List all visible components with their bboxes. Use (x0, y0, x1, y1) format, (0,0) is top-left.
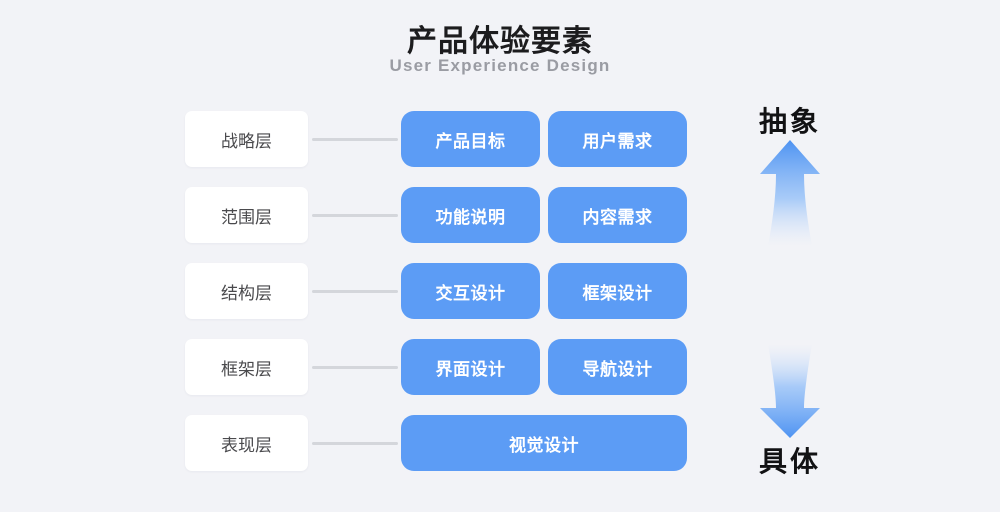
layer-row: 框架层 界面设计导航设计 (0, 339, 1000, 395)
layer-row: 战略层 产品目标用户需求 (0, 111, 1000, 167)
element-card[interactable]: 导航设计 (548, 339, 687, 395)
connector-line (312, 442, 398, 445)
page-subtitle: User Experience Design (389, 56, 611, 75)
layer-label-box[interactable]: 战略层 (185, 111, 308, 167)
layer-row: 表现层 视觉设计 (0, 415, 1000, 471)
connector-line (312, 290, 398, 293)
layer-label-box[interactable]: 表现层 (185, 415, 308, 471)
element-card[interactable]: 用户需求 (548, 111, 687, 167)
layer-label-box[interactable]: 范围层 (185, 187, 308, 243)
arrow-up-gradient-icon (742, 138, 838, 248)
element-card[interactable]: 产品目标 (401, 111, 540, 167)
connector-line (312, 138, 398, 141)
element-card[interactable]: 界面设计 (401, 339, 540, 395)
page-title: 产品体验要素 (407, 25, 593, 58)
element-card[interactable]: 视觉设计 (401, 415, 687, 471)
layer-row: 结构层 交互设计框架设计 (0, 263, 1000, 319)
layer-row: 范围层 功能说明内容需求 (0, 187, 1000, 243)
layer-label-box[interactable]: 框架层 (185, 339, 308, 395)
axis-label-concrete: 具体 (758, 446, 821, 477)
element-card[interactable]: 功能说明 (401, 187, 540, 243)
layer-label-box[interactable]: 结构层 (185, 263, 308, 319)
element-card[interactable]: 交互设计 (401, 263, 540, 319)
connector-line (312, 214, 398, 217)
arrow-down-gradient-icon (742, 342, 838, 440)
element-card[interactable]: 内容需求 (548, 187, 687, 243)
connector-line (312, 366, 398, 369)
element-card[interactable]: 框架设计 (548, 263, 687, 319)
axis-label-abstract: 抽象 (758, 106, 821, 137)
